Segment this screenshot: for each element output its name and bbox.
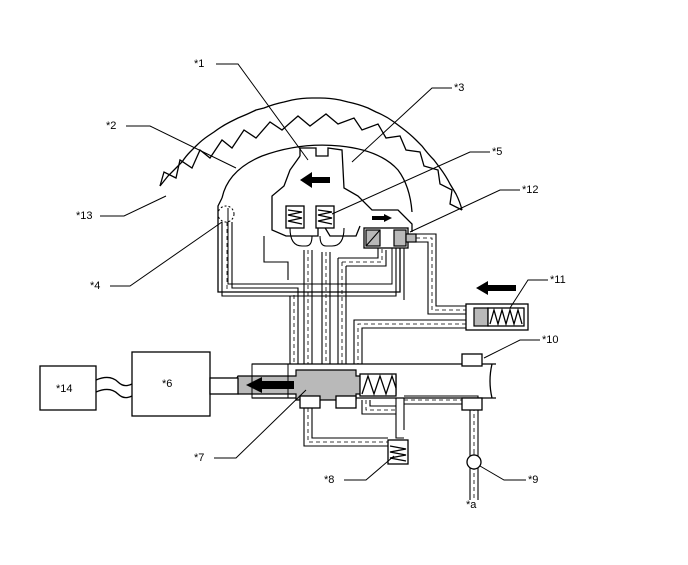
passage-11-left	[353, 319, 466, 364]
housing-left-wall	[217, 197, 401, 293]
passage-below-a	[303, 408, 396, 447]
passage-to-check	[338, 246, 379, 259]
label-12: *12	[522, 184, 539, 196]
flow-below-cd	[365, 400, 396, 411]
label-8: *8	[324, 474, 334, 486]
passage-check-right	[416, 233, 466, 307]
spring-left	[287, 209, 303, 225]
spring-right	[317, 209, 333, 225]
wire-harness-b	[95, 388, 133, 399]
passage-mid-a	[263, 236, 289, 280]
camshaft-collar-b	[335, 395, 357, 409]
label-a: *a	[466, 499, 477, 511]
housing-arc	[221, 144, 413, 213]
housing-left-inner	[227, 208, 393, 285]
flow-outer-left	[226, 222, 295, 364]
leader-13	[100, 195, 167, 217]
check-valve-arrow	[372, 214, 392, 222]
check-valve-hatch-1	[365, 229, 381, 247]
flow-to-check	[342, 248, 383, 263]
vane-passage-right	[319, 227, 345, 247]
label-13: *13	[76, 210, 93, 222]
passage-from-9	[404, 403, 471, 452]
label-6: *6	[162, 378, 172, 390]
label-3: *3	[454, 82, 464, 94]
label-9: *9	[528, 474, 538, 486]
check-valve-stem	[405, 233, 417, 243]
leader-10	[483, 339, 540, 359]
label-10: *10	[542, 334, 559, 346]
label-1: *1	[194, 58, 204, 70]
sprocket-tooth-edge	[159, 113, 463, 211]
vane-rotor	[299, 147, 413, 232]
relief-8-spring	[389, 445, 407, 462]
passage-below-c	[361, 400, 396, 415]
leader-12	[409, 189, 520, 233]
leader-2	[126, 125, 237, 169]
filter-9	[466, 454, 482, 470]
sprocket-teeth	[159, 97, 463, 211]
ocv-spring	[361, 373, 397, 397]
vane-left-body	[271, 155, 361, 237]
leader-3	[351, 87, 452, 163]
wire-harness-a	[95, 376, 133, 387]
collar-10-bottom	[461, 397, 483, 411]
label-5: *5	[492, 146, 502, 158]
flow-below	[307, 408, 392, 443]
camshaft-collar-a	[299, 395, 321, 409]
ecm-14	[39, 365, 97, 411]
solenoid-6-shaft	[209, 377, 239, 395]
ocv-spool-arrow	[246, 377, 294, 393]
leader-11	[509, 279, 548, 309]
leader-5	[331, 151, 490, 215]
leader-1	[216, 63, 309, 161]
flow-11-left	[357, 323, 466, 364]
lock-pin-4	[217, 205, 235, 223]
passage-check-right-inner	[416, 241, 466, 315]
label-7: *7	[194, 452, 204, 464]
passage-to-check-b	[346, 250, 387, 267]
passage-check-down	[222, 248, 397, 297]
label-11: *11	[550, 274, 566, 286]
valve-11-plunger	[473, 307, 489, 327]
passage-outer-left-inner	[231, 222, 299, 364]
valve-11-arrow	[476, 281, 516, 295]
leader-4	[110, 221, 223, 287]
passage-from-9-inner	[404, 395, 479, 452]
label-14: *14	[56, 383, 73, 395]
collar-10	[461, 353, 483, 367]
label-2: *2	[106, 120, 116, 132]
check-valve-plunger	[393, 229, 407, 247]
passage-below-b	[311, 408, 388, 439]
valve-11-spring	[489, 307, 523, 327]
camshaft-collar-left	[251, 363, 289, 399]
leader-9	[479, 465, 526, 481]
leader-8	[344, 455, 395, 481]
vane-direction-arrow	[300, 172, 330, 188]
passage-below-d	[369, 400, 396, 407]
passage-11-left-inner	[361, 327, 466, 364]
camshaft-end	[489, 363, 493, 399]
vane-passage-left	[289, 227, 313, 247]
label-4: *4	[90, 280, 100, 292]
leader-7	[214, 389, 307, 459]
flow-check-right	[416, 237, 466, 311]
passage-below-e	[395, 398, 404, 439]
